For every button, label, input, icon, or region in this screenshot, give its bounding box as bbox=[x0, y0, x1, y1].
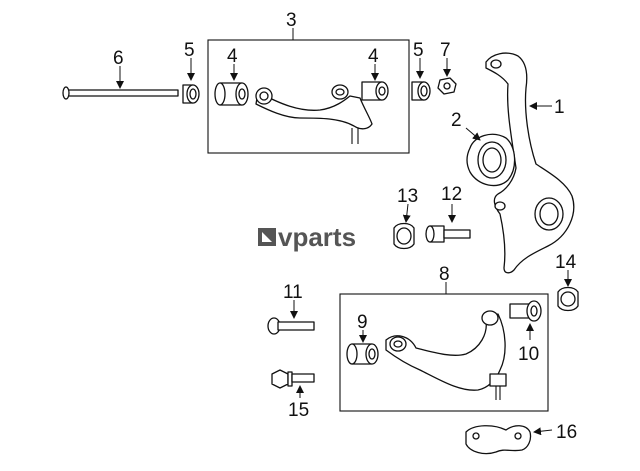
callout-10: 10 bbox=[518, 344, 539, 365]
part-16-bracket[interactable] bbox=[465, 425, 532, 455]
part-7-nut[interactable] bbox=[437, 77, 457, 95]
watermark-logo: vparts bbox=[258, 222, 356, 252]
upper-arm-assembly-box bbox=[207, 39, 410, 154]
callout-11: 11 bbox=[283, 282, 303, 303]
part-4-bushing-right[interactable] bbox=[361, 81, 389, 101]
brand-mark-icon bbox=[258, 228, 276, 246]
callout-3: 3 bbox=[286, 10, 297, 31]
callout-12: 12 bbox=[441, 184, 462, 205]
part-11-bolt[interactable] bbox=[267, 317, 315, 335]
part-8-lower-control-arm[interactable] bbox=[385, 310, 507, 400]
callout-13: 13 bbox=[397, 186, 418, 207]
callout-2: 2 bbox=[451, 110, 462, 131]
callout-8: 8 bbox=[439, 264, 450, 285]
part-12-bolt[interactable] bbox=[425, 225, 471, 243]
callout-4-left: 4 bbox=[227, 46, 238, 67]
part-5-bushing-left[interactable] bbox=[182, 84, 200, 104]
part-14-cap[interactable] bbox=[557, 286, 579, 312]
lower-arm-assembly-box bbox=[339, 293, 549, 412]
callout-6: 6 bbox=[113, 48, 124, 69]
part-5-bushing-right[interactable] bbox=[411, 81, 431, 101]
part-13-cap[interactable] bbox=[393, 222, 415, 250]
callout-4-right: 4 bbox=[368, 46, 379, 67]
part-4-bushing-left[interactable] bbox=[214, 82, 249, 106]
part-6-long-bolt[interactable] bbox=[62, 86, 179, 100]
callout-14: 14 bbox=[555, 252, 577, 273]
part-15-flange-bolt[interactable] bbox=[271, 369, 315, 389]
part-3-upper-control-arm[interactable] bbox=[255, 84, 373, 144]
part-9-bushing[interactable] bbox=[346, 343, 379, 365]
callout-5-right: 5 bbox=[413, 40, 424, 61]
callout-15: 15 bbox=[288, 400, 309, 421]
callout-1: 1 bbox=[554, 97, 565, 118]
callout-5-left: 5 bbox=[184, 40, 195, 61]
part-10-bushing[interactable] bbox=[509, 300, 542, 322]
part-2-bearing[interactable] bbox=[466, 133, 516, 187]
watermark-text: vparts bbox=[278, 222, 356, 252]
part-1-steering-knuckle[interactable] bbox=[485, 52, 575, 274]
callout-16: 16 bbox=[556, 422, 577, 443]
callout-9: 9 bbox=[357, 312, 368, 333]
callout-7: 7 bbox=[440, 40, 451, 61]
